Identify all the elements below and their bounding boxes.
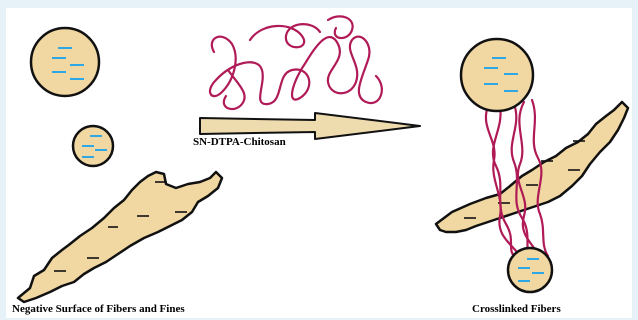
reagent-label: SN-DTPA-Chitosan — [193, 136, 286, 148]
fine-particle-large — [31, 28, 99, 96]
crosslinked-particle-small — [508, 248, 552, 292]
right-caption: Crosslinked Fibers — [472, 303, 561, 315]
left-caption: Negative Surface of Fibers and Fines — [12, 303, 185, 315]
fine-particle-small — [73, 126, 113, 166]
crosslinked-particle-large — [461, 39, 533, 111]
